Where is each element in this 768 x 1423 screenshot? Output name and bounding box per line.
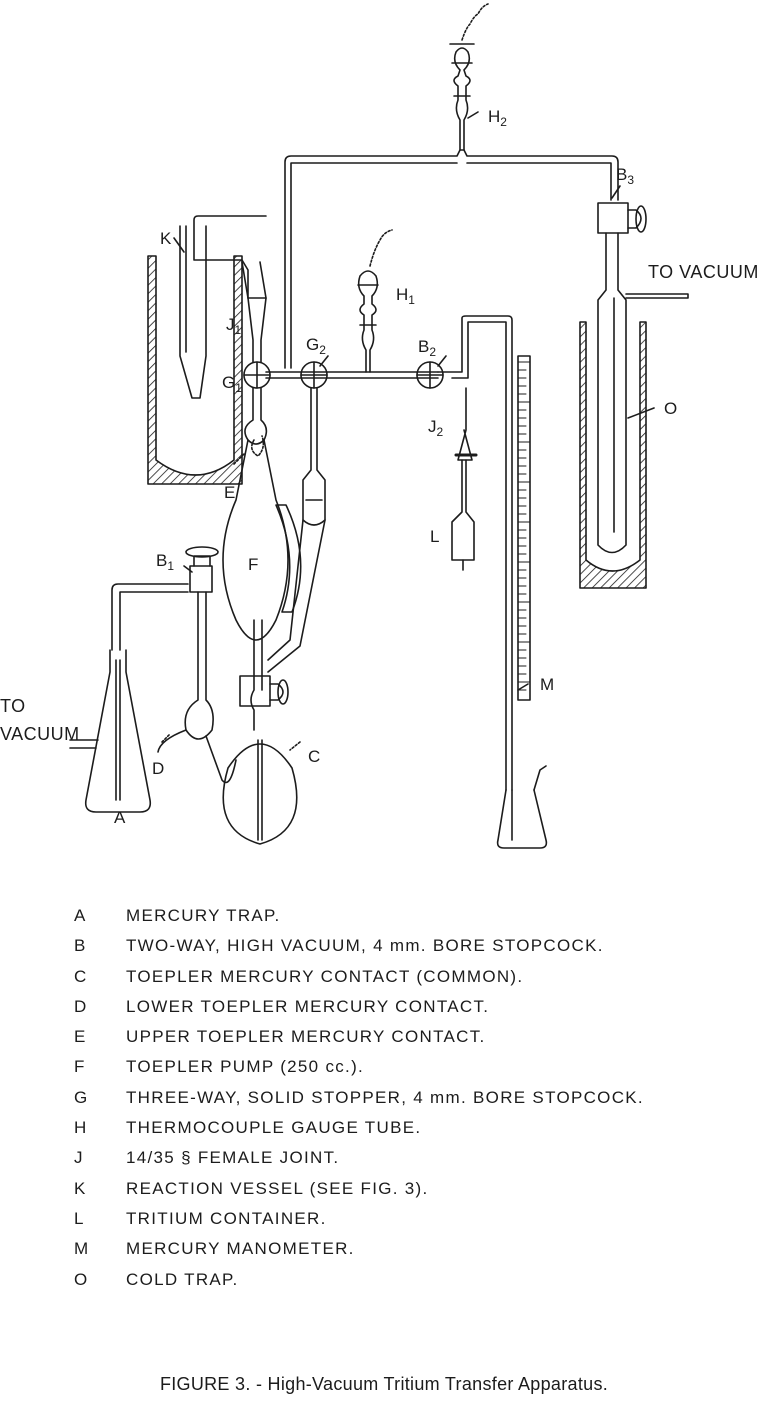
legend-description: THERMOCOUPLE GAUGE TUBE.: [126, 1118, 422, 1138]
legend-description: MERCURY TRAP.: [126, 906, 281, 925]
label-to-vacuum-left-line1: TO: [0, 696, 26, 716]
legend-description: TOEPLER PUMP (250 cc.).: [126, 1057, 365, 1077]
label-c: C: [308, 747, 320, 766]
legend-row: B TWO-WAY, HIGH VACUUM, 4 mm. BORE STOPCO…: [74, 936, 754, 966]
stopcock-b3: [597, 202, 647, 234]
legend-key: H: [74, 1118, 88, 1138]
legend-key: O: [74, 1269, 89, 1289]
legend: A MERCURY TRAP. B TWO-WAY, HIGH VACUUM, 4 …: [74, 906, 754, 1300]
legend-row: D LOWER TOEPLER MERCURY CONTACT.: [74, 997, 754, 1027]
label-to-vacuum-left-line2: VACUUM: [0, 724, 80, 744]
joint-j1: [241, 261, 267, 299]
label-m: M: [540, 675, 554, 694]
label-l: L: [430, 527, 439, 546]
figure-caption: FIGURE 3. - High-Vacuum Tritium Transfer…: [159, 1374, 609, 1394]
mercury-trap-a: [69, 649, 152, 813]
label-a: A: [114, 808, 126, 827]
legend-row: K REACTION VESSEL (SEE FIG. 3).: [74, 1179, 754, 1209]
label-j2: J2: [428, 417, 444, 439]
legend-key: J: [74, 1148, 84, 1168]
legend-key: E: [74, 1027, 87, 1047]
upper-manifold: [284, 149, 619, 369]
diagram-labels: A B1 B2 B3 C D E F G1 G2 H1 H2 J1 J2 K L…: [0, 107, 759, 827]
cold-trap-o: [579, 232, 689, 589]
bypass-line: [267, 387, 326, 673]
label-g2: G2: [306, 335, 326, 357]
tritium-container-l: [451, 387, 478, 571]
label-b2: B2: [418, 337, 436, 359]
label-h2: H2: [488, 107, 507, 129]
legend-description: THREE-WAY, SOLID STOPPER, 4 mm. BORE STO…: [126, 1087, 644, 1107]
legend-key: G: [74, 1087, 89, 1107]
legend-row: F TOEPLER PUMP (250 cc.).: [74, 1057, 754, 1087]
legend-description: 14/35 § FEMALE JOINT.: [126, 1148, 340, 1168]
stopcock-g2: [300, 361, 328, 389]
apparatus-diagram: A B1 B2 B3 C D E F G1 G2 H1 H2 J1 J2 K L…: [0, 3, 759, 849]
legend-key: B: [74, 936, 87, 956]
label-to-vacuum-right: TO VACUUM: [648, 262, 759, 282]
legend-row: L TRITIUM CONTAINER.: [74, 1209, 754, 1239]
legend-row: G THREE-WAY, SOLID STOPPER, 4 mm. BORE ST…: [74, 1088, 754, 1118]
legend-description: UPPER TOEPLER MERCURY CONTACT.: [126, 1027, 486, 1047]
legend-description: MERCURY MANOMETER.: [126, 1239, 355, 1259]
stopcock-b2: [416, 361, 444, 389]
gauge-h1: [357, 229, 393, 373]
leader-lines: [161, 111, 655, 751]
legend-key: C: [74, 966, 88, 986]
legend-row: E UPPER TOEPLER MERCURY CONTACT.: [74, 1027, 754, 1057]
toepler-pump-f: [222, 387, 302, 845]
legend-key: D: [74, 996, 88, 1016]
middle-manifold: [265, 315, 513, 791]
legend-key: M: [74, 1239, 90, 1259]
legend-row: M MERCURY MANOMETER.: [74, 1239, 754, 1269]
legend-row: H THERMOCOUPLE GAUGE TUBE.: [74, 1118, 754, 1148]
legend-description: TRITIUM CONTAINER.: [126, 1208, 327, 1228]
label-k: K: [160, 229, 172, 248]
manometer-ticks: [517, 361, 531, 691]
label-o: O: [664, 399, 677, 418]
legend-row: A MERCURY TRAP.: [74, 906, 754, 936]
stopcock-b1: [111, 546, 237, 784]
legend-description: TOEPLER MERCURY CONTACT (COMMON).: [126, 966, 524, 986]
legend-description: LOWER TOEPLER MERCURY CONTACT.: [126, 996, 490, 1016]
label-f: F: [248, 555, 258, 574]
label-g1: G1: [222, 373, 242, 395]
legend-description: COLD TRAP.: [126, 1269, 239, 1289]
label-b1: B1: [156, 551, 174, 573]
reaction-vessel-k: [147, 225, 243, 485]
legend-key: L: [74, 1208, 85, 1228]
gauge-h2: [449, 3, 489, 151]
label-j1: J1: [226, 315, 242, 337]
legend-row: J 14/35 § FEMALE JOINT.: [74, 1148, 754, 1178]
legend-description: REACTION VESSEL (SEE FIG. 3).: [126, 1178, 429, 1198]
legend-key: F: [74, 1057, 86, 1077]
legend-description: TWO-WAY, HIGH VACUUM, 4 mm. BORE STOPCOC…: [126, 936, 604, 956]
legend-row: O COLD TRAP.: [74, 1270, 754, 1300]
manometer-m: [496, 355, 548, 849]
label-b3: B3: [616, 165, 634, 187]
legend-key: A: [74, 906, 87, 925]
label-h1: H1: [396, 285, 415, 307]
legend-key: K: [74, 1178, 87, 1198]
label-e: E: [224, 483, 235, 502]
stopcock-g1: [193, 215, 271, 389]
label-d: D: [152, 759, 164, 778]
legend-row: C TOEPLER MERCURY CONTACT (COMMON).: [74, 967, 754, 997]
